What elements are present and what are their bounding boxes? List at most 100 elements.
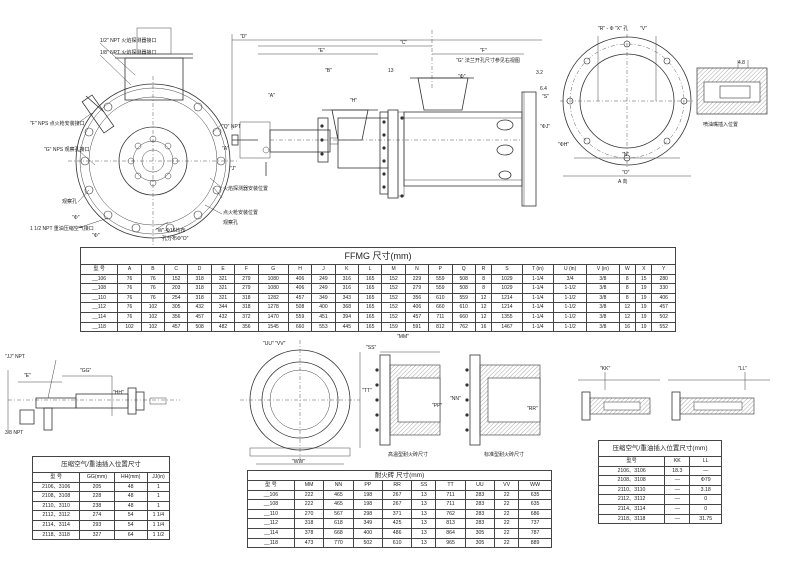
table-cell: 19	[635, 311, 653, 323]
table-cell: 1355	[491, 311, 523, 323]
table-cell: 76	[117, 283, 142, 294]
dim-uu-vv: "UU" "VV"	[263, 341, 286, 347]
table-cell: 12	[618, 302, 637, 313]
table-cell: __118	[247, 537, 295, 549]
table-cell: 22	[494, 499, 520, 510]
table-cell: 559	[451, 292, 476, 304]
table-cell: 222	[293, 499, 325, 510]
table-header-cell: L	[357, 264, 383, 275]
dim-e: "E"	[318, 48, 325, 54]
dim-phi-2: "Φ"	[92, 233, 100, 239]
table-cell: 465	[323, 499, 354, 510]
note-high-temp-brick: 高温型耐火砖尺寸	[388, 451, 428, 458]
view-label-a: A 向	[618, 178, 627, 185]
table-cell: 1545	[257, 321, 289, 333]
table-cell: __114	[247, 527, 295, 539]
dim-4-8: 4.8	[738, 60, 745, 66]
table-cell: 378	[293, 527, 325, 539]
table-cell: 668	[323, 527, 354, 539]
callout-sight-glass-2: 观察孔	[223, 219, 238, 226]
table-cell: 635	[518, 499, 552, 510]
table-cell: 1-1/4	[521, 292, 555, 304]
dim-ss: "SS"	[366, 345, 376, 351]
table-header-cell: N	[404, 264, 430, 275]
table-cell: 406	[287, 273, 313, 285]
table-header-cell: T (in)	[521, 264, 555, 275]
table-cell: 321	[210, 273, 236, 285]
callout-flame-detector-1: 1/2" NPT 火焰探测器接口	[100, 37, 156, 44]
table-cell: 2118、3118	[31, 529, 81, 541]
table-cell: 762	[435, 508, 466, 520]
dim-a: "A"	[268, 93, 275, 99]
table-header-cell: W	[618, 264, 637, 275]
dim-o: "O"	[622, 170, 630, 176]
table-cell: 770	[323, 537, 354, 549]
dim-f: "F"	[480, 48, 487, 54]
table-cell: 54	[113, 510, 148, 521]
table-cell: __118	[79, 321, 119, 333]
table-cell: 305	[164, 302, 189, 313]
table-cell: 13	[411, 489, 437, 501]
table-cell: 2110、3110	[597, 484, 666, 496]
refractory-table-caption: 耐火砖 尺寸(mm)	[247, 470, 552, 480]
table-cell: 356	[404, 292, 430, 304]
table-cell: 3/8	[586, 302, 620, 313]
table-cell: 2114、3114	[597, 503, 666, 515]
note-flange-g: "G" 法兰开孔尺寸参见右视图	[456, 57, 520, 64]
table-cell: 3.18	[689, 484, 722, 496]
table-cell: 198	[352, 489, 383, 501]
dim-b: "B"	[325, 68, 332, 74]
table-cell: __108	[79, 283, 119, 294]
table-cell: 283	[464, 518, 496, 529]
dim-tt: "TT"	[362, 388, 372, 394]
table-cell: 102	[140, 302, 166, 313]
table-cell: 13	[411, 499, 437, 510]
table-cell: 54	[113, 519, 148, 531]
table-cell: 610	[451, 302, 476, 313]
table-header-cell: HH(mm)	[113, 472, 148, 483]
dim-phi-h: "ΦH"	[558, 142, 569, 148]
table-header-cell: PP	[352, 480, 383, 491]
table-cell: 432	[187, 302, 212, 313]
table-cell: 457	[164, 321, 189, 333]
table-cell: 1-1/4	[521, 321, 555, 333]
table-cell: __112	[247, 518, 295, 529]
table-cell: 406	[651, 292, 676, 304]
table-cell: 2106、3106	[31, 481, 81, 493]
table-cell: 152	[381, 292, 406, 304]
table-cell: 1-1/4	[521, 302, 555, 313]
dim-13: 13	[388, 68, 394, 74]
table-cell: —	[664, 513, 691, 525]
table-cell: 2114、3114	[31, 519, 81, 531]
table-cell: 19	[635, 321, 653, 333]
table-cell: 1029	[491, 283, 523, 294]
table-cell: 686	[518, 508, 552, 520]
table-header-cell: LL	[689, 456, 722, 467]
table-cell: 165	[357, 302, 383, 313]
table-header-cell: B	[140, 264, 166, 275]
table-header-cell: U (in)	[553, 264, 588, 275]
table-cell: 76	[117, 273, 142, 285]
table-header-cell: X	[635, 264, 653, 275]
dim-mm: "MM"	[397, 334, 409, 340]
callout-sight-glass: 观察孔	[62, 198, 77, 205]
table-cell: 318	[187, 292, 212, 304]
table-cell: 249	[311, 273, 336, 285]
table-cell: 274	[79, 510, 115, 521]
table-cell: 3/8	[586, 283, 620, 294]
table-cell: 660	[287, 321, 313, 333]
table-cell: 2108、3108	[31, 491, 81, 502]
table-cell: 316	[334, 273, 360, 285]
table-cell: 76	[140, 283, 166, 294]
table-cell: 1	[146, 500, 171, 512]
dim-v: "V"	[640, 26, 647, 32]
table-cell: 19	[635, 302, 653, 313]
table-header-cell: TT	[435, 480, 466, 491]
table-cell: 711	[435, 489, 466, 501]
table-cell: 1 1/4	[146, 519, 171, 531]
table-cell: 8	[474, 273, 493, 285]
table-cell: 368	[334, 302, 360, 313]
